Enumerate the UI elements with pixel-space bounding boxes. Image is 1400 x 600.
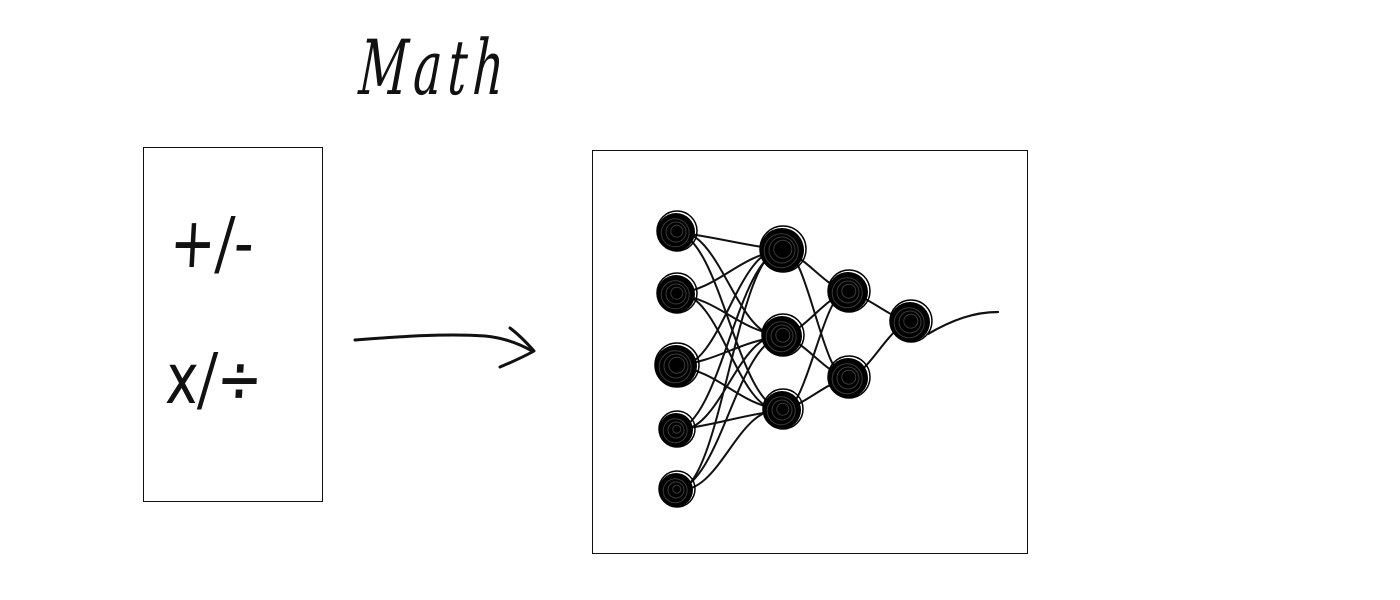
network-node xyxy=(656,210,698,252)
arrow-shaft xyxy=(353,333,534,353)
network-node xyxy=(889,299,933,343)
network-node xyxy=(658,410,696,448)
network-nodes xyxy=(654,210,933,508)
network-edges xyxy=(675,230,911,492)
multiply-divide-label: x/÷ xyxy=(163,338,265,420)
network-node xyxy=(761,313,805,357)
network-node xyxy=(762,388,804,430)
flow-arrow-icon xyxy=(353,326,536,369)
add-subtract-label: +/- xyxy=(167,202,257,284)
arrow-head xyxy=(498,326,536,369)
math-operations-box: +/- x/÷ xyxy=(143,147,323,502)
diagram-title: Math xyxy=(356,23,513,112)
network-node xyxy=(658,470,696,508)
network-node xyxy=(654,342,700,388)
network-output-line xyxy=(926,310,1000,336)
neural-network-graph xyxy=(654,210,1000,508)
network-node xyxy=(827,355,871,399)
network-node xyxy=(827,269,871,313)
network-node xyxy=(656,272,698,314)
neural-network-box xyxy=(592,150,1028,554)
network-node xyxy=(759,225,807,273)
